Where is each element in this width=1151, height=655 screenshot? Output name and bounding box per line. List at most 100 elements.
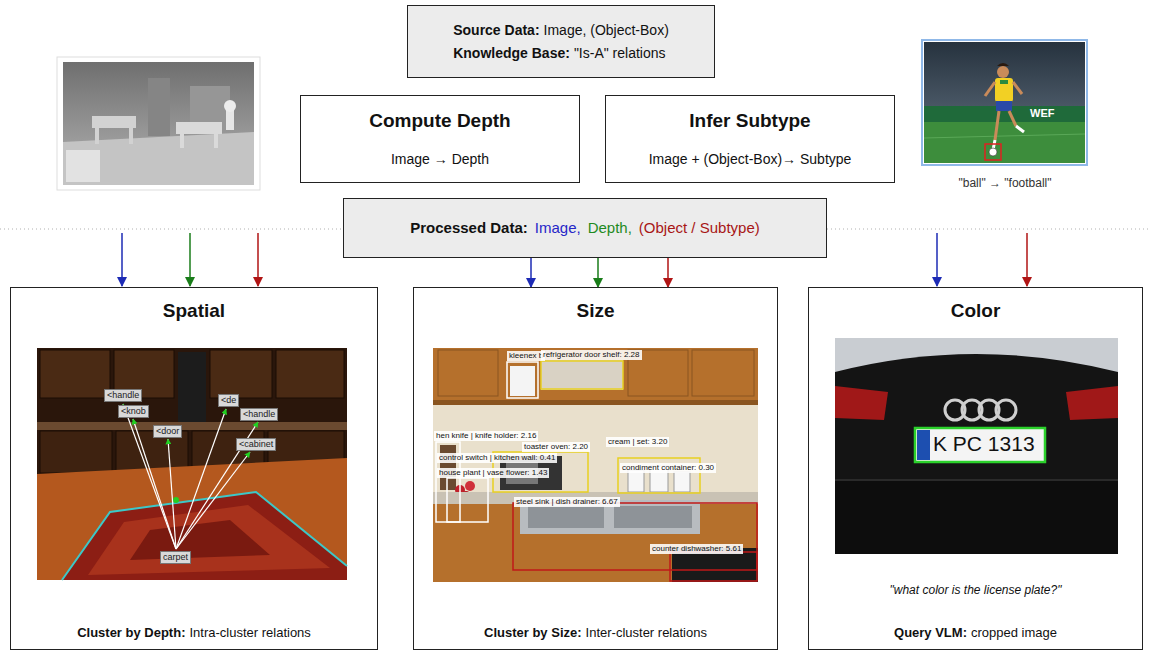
bounding-box: [447, 478, 488, 522]
size-tag: kleenex b: [507, 351, 545, 361]
text-group: Source Data:Image, (Object-Box)Knowledge…: [453, 22, 669, 62]
source-box: Source Data:Image, (Object-Box)Knowledge…: [407, 5, 715, 78]
text-row: Cluster by Depth:Intra-cluster relations: [77, 625, 311, 641]
depth-map-image: [63, 62, 254, 185]
field-value: Image, (Object-Box): [544, 22, 669, 39]
text-group: Spatial: [11, 300, 377, 323]
text-group: Infer SubtypeImage + (Object-Box)→ Subty…: [649, 110, 852, 168]
object-tag: carpet: [160, 551, 191, 564]
input-arrow: [597, 258, 599, 287]
task-panel: SizeCluster by Size:Inter-cluster relati…: [413, 287, 778, 650]
process-box: Compute DepthImage → Depth: [300, 95, 580, 183]
depth-map-image: [176, 122, 222, 134]
text-row: Color: [951, 300, 1001, 323]
car-rear-photo: [915, 428, 1045, 462]
object-tag: <door: [153, 425, 182, 438]
leader-line: [123, 404, 258, 549]
kitchen-size-photo: [433, 504, 758, 582]
field-value: "Is-A" relations: [574, 45, 666, 62]
depth-map-image: [57, 57, 260, 190]
football-photo: [989, 148, 997, 156]
method-detail: cropped image: [971, 625, 1057, 641]
object-tag: <knob: [118, 405, 149, 418]
football-photo: [996, 101, 1012, 111]
bounding-box: [618, 458, 700, 493]
kitchen-carpet-photo: [37, 348, 347, 580]
size-tag: house plant | vase flower: 1.43: [437, 468, 549, 478]
input-arrow: [1026, 233, 1028, 286]
box-title: Compute Depth: [369, 110, 510, 133]
kitchen-size-photo: [433, 348, 758, 582]
football-photo: [985, 82, 995, 96]
kitchen-size-photo: [541, 360, 623, 390]
kitchen-size-photo: [465, 481, 475, 491]
kitchen-size-photo: [433, 400, 758, 405]
size-tag: toaster oven: 2.20: [522, 442, 590, 452]
data-depth: Depth,: [588, 219, 632, 237]
kitchen-carpet-photo: [116, 431, 188, 473]
task-panel: Color "what color is the license plate?" Q…: [808, 287, 1143, 650]
text-group: Query VLM:cropped image: [809, 625, 1142, 641]
query-text: "what color is the license plate?": [890, 583, 1062, 597]
bounding-box: [436, 442, 460, 522]
kitchen-size-photo: [528, 506, 604, 528]
plate-text: K PC 1313: [933, 431, 1035, 456]
football-photo: [995, 111, 999, 140]
box-title: Infer Subtype: [689, 110, 810, 133]
data-box: Processed Data:Image,Depth,(Object / Sub…: [343, 198, 827, 258]
size-tag: hen knife | knife holder: 2.16: [434, 431, 538, 441]
input-arrow: [936, 233, 938, 286]
text-row: Cluster by Size:Inter-cluster relations: [484, 625, 707, 641]
method-detail: Intra-cluster relations: [189, 625, 310, 641]
kitchen-size-photo: [692, 350, 754, 396]
kitchen-carpet-photo: [178, 352, 206, 422]
kitchen-size-photo: [438, 350, 498, 396]
leader-line: [133, 419, 176, 549]
method-name: Cluster by Size:: [484, 625, 582, 641]
kitchen-carpet-photo: [88, 505, 330, 575]
football-photo: [924, 42, 1085, 108]
football-photo: [1016, 126, 1024, 132]
football-photo: [922, 40, 1087, 165]
depth-map-image: [129, 128, 133, 144]
car-rear-photo: [996, 400, 1016, 420]
text-row: "what color is the license plate?": [890, 583, 1062, 597]
kitchen-size-photo: [440, 445, 456, 490]
kitchen-carpet-photo: [114, 350, 174, 398]
football-photo: [1013, 82, 1022, 94]
depth-map-image: [148, 78, 170, 136]
depth-map-image: [226, 110, 234, 130]
text-group: Processed Data:Image,Depth,(Object / Sub…: [410, 219, 760, 237]
kitchen-carpet-photo: [37, 458, 347, 580]
object-tag: <handle: [104, 389, 142, 402]
object-tag: <cabinet: [236, 438, 276, 451]
text-row: Image → Depth: [391, 151, 489, 168]
text-row: Image + (Object-Box)→ Subtype: [649, 151, 852, 168]
panel-title: Size: [576, 300, 614, 323]
size-tag: control switch | kitchen wall: 0.41: [437, 453, 557, 463]
leader-line: [176, 422, 258, 549]
kitchen-carpet-photo: [40, 431, 112, 473]
football-photo: [997, 63, 1009, 66]
text-group: Color: [809, 300, 1142, 323]
box-body: Image + (Object-Box)→ Subtype: [649, 151, 852, 168]
method-detail: Inter-cluster relations: [586, 625, 707, 641]
kitchen-carpet-photo: [40, 350, 110, 398]
input-arrow: [121, 233, 123, 286]
data-object: (Object / Subtype): [639, 219, 760, 237]
football-photo: [985, 144, 1001, 160]
leader-line: [123, 404, 176, 549]
panel-title: Spatial: [163, 300, 225, 323]
leader-line: [176, 409, 226, 549]
text-row: Source Data: Image, (Object-Box): [453, 22, 669, 39]
kitchen-carpet-photo: [130, 520, 270, 560]
text-group: Compute DepthImage → Depth: [369, 110, 510, 168]
football-photo: [1000, 80, 1008, 84]
input-arrow: [530, 258, 532, 287]
size-tag: condiment container: 0.30: [620, 463, 716, 473]
process-box: Infer SubtypeImage + (Object-Box)→ Subty…: [605, 95, 895, 183]
field-name: Source Data:: [453, 22, 539, 39]
dotted-divider: [0, 229, 343, 230]
text-row: Compute Depth: [369, 110, 510, 133]
